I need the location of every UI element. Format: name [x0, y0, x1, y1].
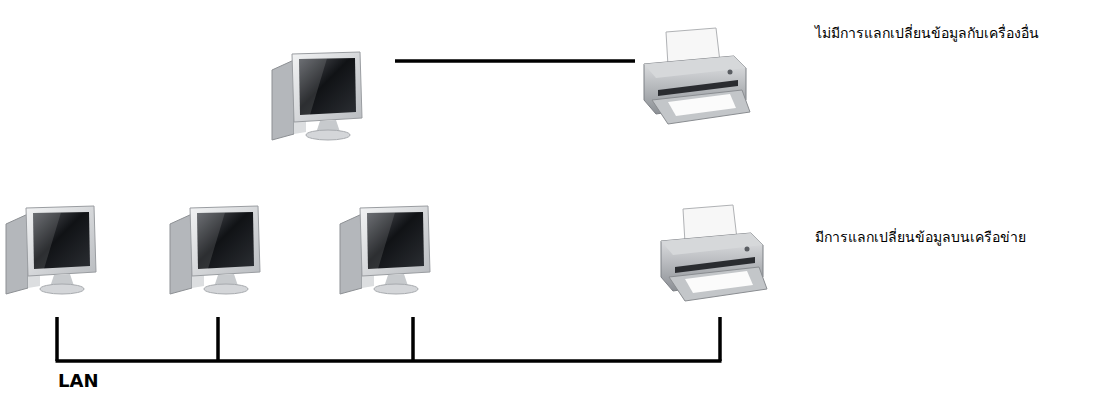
computer-icon: [170, 206, 260, 294]
computer-icon: [272, 52, 362, 140]
note-text: ไม่มีการแลกเปลี่ยนข้อมูลกับเครื่องอื่น: [815, 22, 1039, 44]
cable: [395, 59, 635, 63]
computer-icon: [340, 206, 430, 294]
printer-icon: [661, 205, 767, 301]
computer-icon: [6, 206, 96, 294]
lan-bus: [56, 317, 722, 361]
network-label: LAN: [58, 370, 98, 391]
printer-icon: [644, 28, 750, 124]
note-text: มีการแลกเปลี่ยนข้อมูลบนเครือข่าย: [815, 226, 1026, 248]
